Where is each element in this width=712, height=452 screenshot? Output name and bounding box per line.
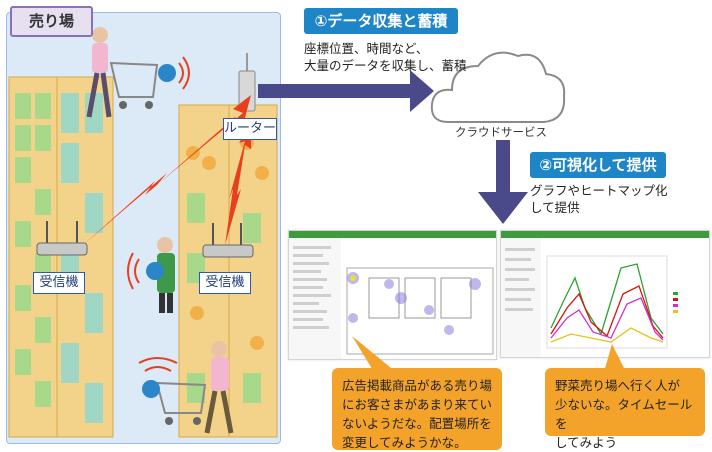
callout-ad-products: 広告掲載商品がある売り場 にお客さまがあまり来てい ないようだな。配置場所を 変… — [332, 368, 502, 450]
cloud-icon — [430, 51, 566, 123]
store-panel — [6, 12, 281, 444]
step2-badge: ②可視化して提供 — [530, 152, 666, 178]
graph-screenshot — [500, 230, 710, 358]
heatmap-screenshot — [288, 230, 497, 360]
step2-caption: グラフやヒートマップ化 して提供 — [530, 183, 668, 215]
signal-bolt-right — [225, 121, 251, 245]
receiver-right-label: 受信機 — [199, 272, 251, 294]
shopper-with-cart-icon — [86, 27, 190, 118]
receiver-left-label: 受信機 — [33, 272, 85, 294]
callout-vegetable-section: 野菜売り場へ行く人が 少ないな。タイムセールを してみよう — [545, 368, 705, 450]
cloud-label: クラウドサービス — [455, 125, 547, 139]
line-graph-image — [501, 238, 678, 357]
store-title: 売り場 — [10, 6, 93, 37]
heatmap-image — [289, 238, 494, 359]
step1-badge: ①データ収集と蓄積 — [304, 8, 458, 34]
receiver-left-icon — [36, 221, 88, 256]
arrow-to-cloud — [258, 84, 412, 98]
router-icon — [238, 53, 256, 112]
router-label: ルーター — [223, 118, 277, 140]
arrow-to-dashboards — [496, 140, 510, 192]
store-floor-illustration — [8, 27, 278, 438]
shopper-bottom-with-cart-icon — [138, 341, 234, 434]
step1-caption: 座標位置、時間など、 大量のデータを収集し、蓄積 — [304, 41, 467, 73]
staff-person-icon — [127, 237, 175, 313]
receiver-right-icon — [202, 223, 254, 258]
